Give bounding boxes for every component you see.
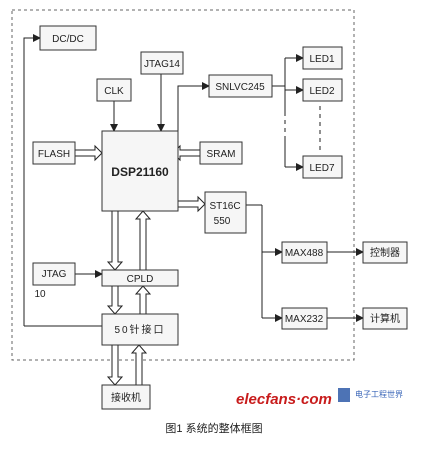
block-led2: LED2 — [302, 78, 343, 102]
cpld-50pin-bus-right — [134, 285, 152, 315]
svg-text:CPLD: CPLD — [127, 274, 154, 285]
block-st16c550: ST16C 550 — [204, 191, 247, 234]
block-dsp21160: DSP21160 — [101, 130, 179, 212]
block-snlvc245: SNLVC245 — [208, 74, 273, 98]
svg-text:JTAG14: JTAG14 — [144, 59, 180, 70]
svg-text:计算机: 计算机 — [370, 312, 400, 325]
svg-text:10: 10 — [34, 289, 46, 300]
svg-text:电子工程世界: 电子工程世界 — [355, 389, 403, 399]
svg-text:DSP21160: DSP21160 — [111, 165, 169, 179]
svg-text:JTAG: JTAG — [42, 269, 67, 280]
block-max232: MAX232 — [281, 307, 328, 330]
svg-text:FLASH: FLASH — [38, 149, 70, 160]
svg-text:CLK: CLK — [104, 86, 124, 97]
svg-text:MAX488: MAX488 — [285, 248, 324, 259]
50pin-receiver-bus-right — [130, 344, 148, 386]
watermark-logo-icon — [338, 388, 350, 402]
svg-text:LED2: LED2 — [309, 86, 334, 97]
block-led1: LED1 — [302, 46, 343, 70]
svg-text:550: 550 — [214, 216, 231, 227]
dsp-cpld-bus-left — [106, 210, 124, 271]
svg-text:控制器: 控制器 — [370, 246, 400, 259]
50pin-receiver-bus-left — [106, 344, 124, 386]
block-flash: FLASH — [32, 141, 76, 165]
block-jtag10: JTAG 10 — [32, 262, 76, 300]
svg-text:ST16C: ST16C — [209, 201, 240, 212]
block-dcdc: DC/DC — [39, 25, 97, 51]
svg-text:SNLVC245: SNLVC245 — [215, 82, 265, 93]
system-boundary — [11, 9, 355, 361]
svg-text:接收机: 接收机 — [111, 391, 141, 404]
figure-caption: 图1 系统的整体框图 — [165, 421, 262, 435]
cpld-50pin-bus-left — [106, 285, 124, 315]
block-sram: SRAM — [199, 141, 243, 165]
svg-text:LED1: LED1 — [309, 54, 334, 65]
svg-text:DC/DC: DC/DC — [52, 34, 84, 45]
dsp-to-snlvc — [177, 82, 210, 131]
svg-text:LED7: LED7 — [309, 163, 334, 174]
block-led7: LED7 — [302, 155, 343, 179]
watermark: elecfans·com 电子工程世界 — [236, 388, 403, 408]
dcdc-line — [23, 34, 41, 326]
svg-text:50针接口: 50针接口 — [114, 323, 165, 336]
block-receiver: 接收机 — [101, 384, 151, 410]
block-clk: CLK — [96, 78, 132, 102]
block-computer: 计算机 — [362, 307, 408, 330]
block-controller: 控制器 — [362, 241, 408, 264]
svg-text:elecfans·com: elecfans·com — [236, 391, 332, 408]
block-cpld: CPLD — [101, 269, 179, 287]
flash-dsp-bus — [74, 144, 103, 162]
svg-text:SRAM: SRAM — [207, 149, 236, 160]
block-jtag14: JTAG14 — [140, 51, 184, 75]
block-max488: MAX488 — [281, 241, 328, 264]
dsp-st16c-bus — [177, 195, 206, 213]
block-50pin-connector: 50针接口 — [101, 313, 179, 346]
dsp-cpld-bus-right — [134, 210, 152, 271]
svg-text:MAX232: MAX232 — [285, 314, 324, 325]
